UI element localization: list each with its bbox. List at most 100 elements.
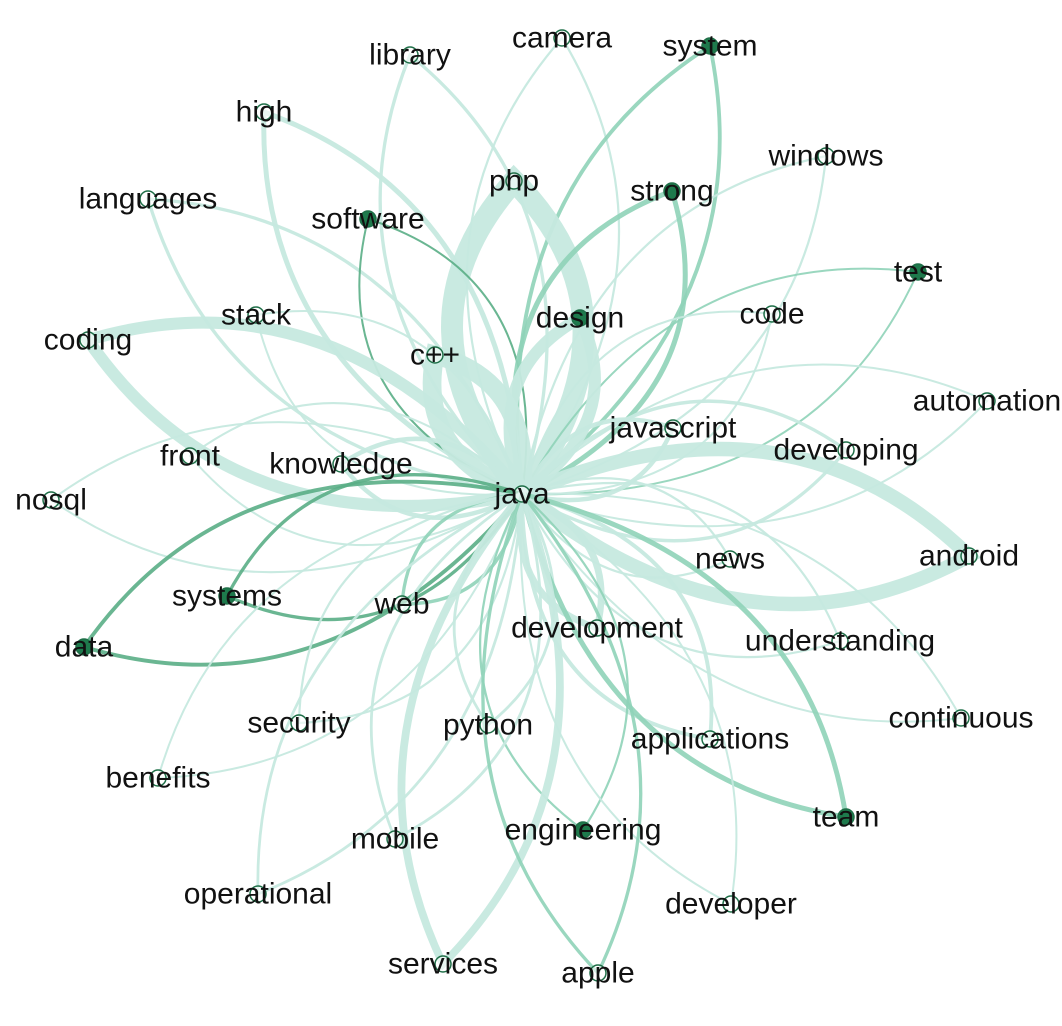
node-javascript[interactable]: javascript: [609, 412, 737, 445]
node-label-javascript: javascript: [609, 412, 737, 445]
node-system[interactable]: system: [662, 30, 757, 63]
node-continuous[interactable]: continuous: [888, 702, 1033, 735]
node-android[interactable]: android: [919, 540, 1019, 573]
node-mobile[interactable]: mobile: [351, 823, 439, 856]
node-dot-knowledge[interactable]: [332, 455, 350, 473]
node-dot-high[interactable]: [255, 103, 273, 121]
node-engineering[interactable]: engineering: [505, 814, 662, 847]
node-dot-automation[interactable]: [978, 392, 996, 410]
node-web[interactable]: web: [373, 588, 429, 621]
node-dot-windows[interactable]: [817, 147, 835, 165]
node-dot-library[interactable]: [401, 46, 419, 64]
node-dot-design[interactable]: [571, 309, 589, 327]
node-dot-data[interactable]: [75, 638, 93, 656]
node-dot-camera[interactable]: [553, 29, 571, 47]
node-dot-benefits[interactable]: [149, 769, 167, 787]
node-dot-continuous[interactable]: [952, 709, 970, 727]
node-dot-java[interactable]: [513, 485, 531, 503]
node-dot-php[interactable]: [505, 172, 523, 190]
node-label-engineering: engineering: [505, 814, 662, 847]
node-test[interactable]: test: [894, 256, 943, 289]
node-data[interactable]: data: [55, 631, 114, 664]
node-team[interactable]: team: [813, 801, 880, 834]
node-dot-services[interactable]: [434, 955, 452, 973]
node-dot-strong[interactable]: [663, 182, 681, 200]
node-label-windows: windows: [767, 140, 883, 173]
node-news[interactable]: news: [695, 543, 765, 576]
node-dot-development[interactable]: [588, 619, 606, 637]
node-developing[interactable]: developing: [773, 434, 918, 467]
node-dot-javascript[interactable]: [664, 419, 682, 437]
node-label-languages: languages: [79, 183, 217, 216]
node-dot-code[interactable]: [763, 305, 781, 323]
node-dot-understanding[interactable]: [831, 632, 849, 650]
node-label-test: test: [894, 256, 943, 289]
node-dot-team[interactable]: [837, 808, 855, 826]
node-python[interactable]: python: [443, 709, 533, 742]
node-front[interactable]: front: [160, 440, 221, 473]
node-design[interactable]: design: [536, 302, 624, 335]
node-services[interactable]: services: [388, 948, 498, 981]
node-dot-news[interactable]: [721, 550, 739, 568]
node-dot-stack[interactable]: [247, 306, 265, 324]
node-label-web: web: [373, 588, 429, 621]
node-developer[interactable]: developer: [665, 888, 797, 921]
node-dot-developer[interactable]: [722, 895, 740, 913]
node-dot-developing[interactable]: [837, 441, 855, 459]
node-dot-android[interactable]: [960, 547, 978, 565]
node-label-camera: camera: [512, 22, 612, 55]
node-high[interactable]: high: [236, 96, 293, 129]
node-dot-systems[interactable]: [218, 587, 236, 605]
node-applications[interactable]: applications: [631, 723, 789, 756]
node-label-apple: apple: [561, 957, 634, 990]
node-apple[interactable]: apple: [561, 957, 634, 990]
node-java[interactable]: java: [493, 478, 549, 511]
node-label-code: code: [739, 298, 804, 331]
node-dot-python[interactable]: [479, 716, 497, 734]
node-automation[interactable]: automation: [913, 385, 1061, 418]
node-dot-software[interactable]: [359, 210, 377, 228]
node-knowledge[interactable]: knowledge: [269, 448, 412, 481]
node-php[interactable]: php: [489, 165, 539, 198]
node-windows[interactable]: windows: [767, 140, 883, 173]
node-label-library: library: [369, 39, 451, 72]
node-dot-test[interactable]: [909, 263, 927, 281]
node-label-java: java: [493, 478, 549, 511]
node-dot-operational[interactable]: [249, 885, 267, 903]
node-dot-security[interactable]: [290, 714, 308, 732]
node-dot-web[interactable]: [393, 595, 411, 613]
node-dot-nosql[interactable]: [42, 491, 60, 509]
node-label-mobile: mobile: [351, 823, 439, 856]
node-systems[interactable]: systems: [172, 580, 282, 613]
node-code[interactable]: code: [739, 298, 804, 331]
node-understanding[interactable]: understanding: [745, 625, 935, 658]
node-nosql[interactable]: nosql: [15, 484, 87, 517]
node-development[interactable]: development: [511, 612, 683, 645]
node-operational[interactable]: operational: [184, 878, 332, 911]
node-security[interactable]: security: [247, 707, 350, 740]
node-dot-apple[interactable]: [589, 964, 607, 982]
node-dot-coding[interactable]: [79, 331, 97, 349]
node-label-automation: automation: [913, 385, 1061, 418]
node-software[interactable]: software: [311, 203, 424, 236]
node-benefits[interactable]: benefits: [105, 762, 210, 795]
node-cpp[interactable]: c++: [410, 339, 460, 372]
node-library[interactable]: library: [369, 39, 451, 72]
node-dot-applications[interactable]: [701, 730, 719, 748]
node-dot-front[interactable]: [181, 447, 199, 465]
node-dot-mobile[interactable]: [386, 830, 404, 848]
node-dot-system[interactable]: [701, 37, 719, 55]
node-label-continuous: continuous: [888, 702, 1033, 735]
node-dot-cpp[interactable]: [426, 346, 444, 364]
node-label-high: high: [236, 96, 293, 129]
node-coding[interactable]: coding: [44, 324, 132, 357]
node-label-data: data: [55, 631, 114, 664]
node-stack[interactable]: stack: [221, 299, 292, 332]
node-label-knowledge: knowledge: [269, 448, 412, 481]
node-dot-engineering[interactable]: [574, 821, 592, 839]
node-dot-languages[interactable]: [139, 190, 157, 208]
node-camera[interactable]: camera: [512, 22, 612, 55]
node-languages[interactable]: languages: [79, 183, 217, 216]
node-strong[interactable]: strong: [630, 175, 713, 208]
